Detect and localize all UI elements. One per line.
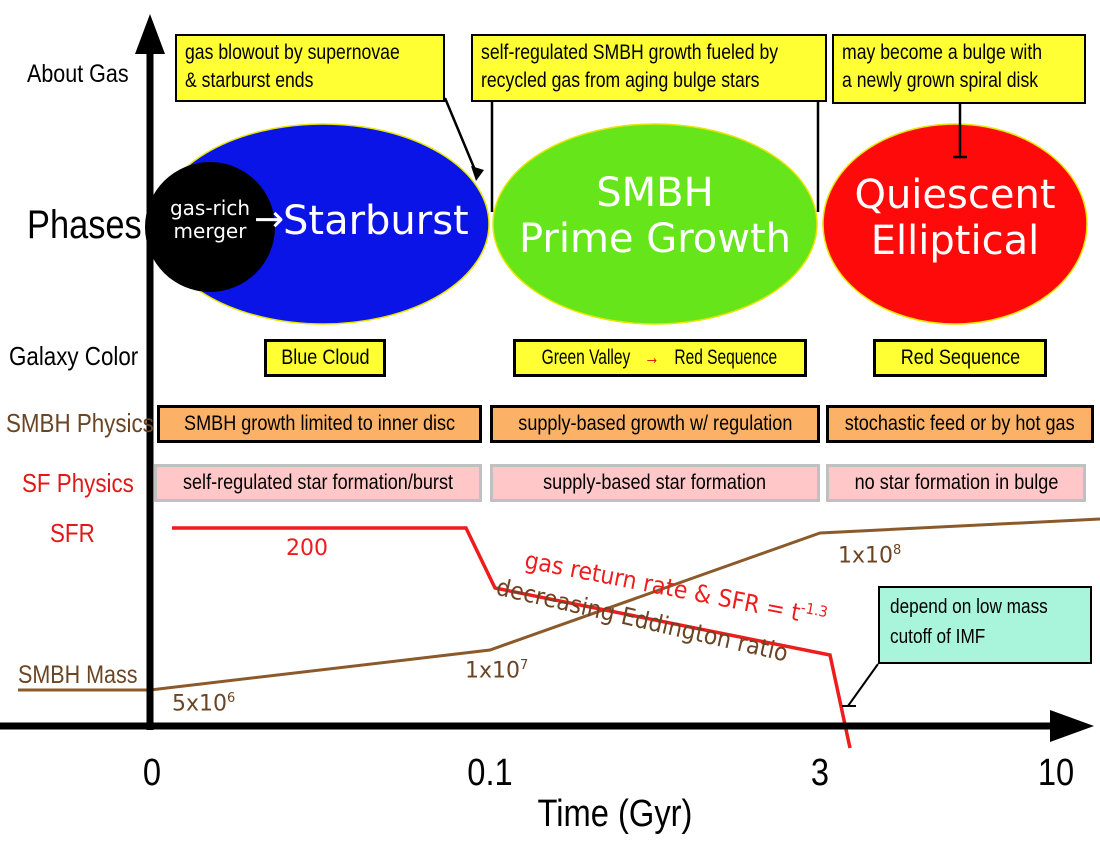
prime-growth-line1: SMBH [596, 170, 714, 216]
gas-note-blowout: gas blowout by supernovae & starburst en… [175, 34, 445, 102]
merger-label: gas-rich merger [150, 197, 270, 243]
sfr-line [172, 526, 852, 749]
mass-label-1e7: 1x107 [465, 658, 528, 683]
smbh-text-inner-disc: SMBH growth limited to inner disc [183, 412, 456, 435]
color-red-sequence-right: Red Sequence [900, 346, 1020, 369]
prime-growth-line2: Prime Growth [518, 216, 792, 262]
row-label-smbh-mass: SMBH Mass [18, 661, 138, 689]
smbh-text-stochastic: stochastic feed or by hot gas [845, 412, 1075, 435]
sf-box-none: no star formation in bulge [826, 464, 1086, 502]
imf-note-line2: cutoff of IMF [890, 626, 986, 648]
mass-1e7-exp: 7 [520, 658, 529, 673]
color-blue-cloud: Blue Cloud [280, 346, 370, 369]
imf-note: depend on low mass cutoff of IMF [878, 586, 1092, 664]
sf-box-self-regulated: self-regulated star formation/burst [154, 464, 482, 502]
smbh-box-stochastic: stochastic feed or by hot gas [826, 405, 1094, 443]
mass-label-1e8: 1x108 [838, 543, 901, 568]
y-axis-arrowhead [135, 14, 165, 54]
sfr-value-label: 200 [286, 536, 328, 561]
gas-note-blowout-line1: gas blowout by supernovae [185, 41, 400, 64]
connector-imf [847, 663, 879, 707]
gas-note-regulated-line2: recycled gas from aging bulge stars [481, 69, 760, 92]
sf-text-supply: supply-based star formation [543, 471, 767, 494]
x-axis-arrowhead [1050, 710, 1094, 742]
smbh-mass-line [18, 517, 1100, 692]
prime-growth-ellipse [492, 123, 818, 325]
mass-5e6-exp: 6 [227, 691, 236, 706]
x-tick-0-1: 0.1 [467, 752, 513, 794]
smbh-text-supply: supply-based growth w/ regulation [517, 412, 793, 435]
color-arrow: → [644, 346, 660, 369]
mass-1e8-base: 1x10 [838, 543, 894, 569]
starburst-label: Starburst [283, 198, 469, 244]
merger-label-line2: merger [173, 219, 247, 243]
row-label-phases: Phases [27, 203, 142, 247]
gas-note-bulge-line2: a newly grown spiral disk [842, 69, 1039, 92]
sf-box-supply: supply-based star formation [490, 464, 820, 502]
color-red-sequence-mid: Red Sequence [674, 346, 777, 369]
mass-5e6-base: 5x10 [172, 691, 228, 717]
row-label-sfr: SFR [50, 518, 95, 548]
connector-blowout [443, 97, 477, 171]
row-label-smbh-physics: SMBH Physics [6, 408, 154, 438]
quiescent-ellipse [822, 123, 1088, 325]
mass-1e8-exp: 8 [893, 543, 902, 558]
quiescent-line1: Quiescent [854, 172, 1056, 218]
color-box-green-valley: Green Valley → Red Sequence [513, 339, 807, 377]
gas-note-bulge-line1: may become a bulge with [842, 41, 1043, 64]
x-axis-label: Time (Gyr) [537, 793, 693, 835]
row-label-about-gas: About Gas [27, 60, 129, 88]
row-label-galaxy-color: Galaxy Color [9, 341, 139, 371]
sf-text-self-regulated: self-regulated star formation/burst [182, 471, 454, 494]
imf-note-line1: depend on low mass [890, 596, 1048, 618]
gas-note-bulge: may become a bulge with a newly grown sp… [832, 34, 1086, 104]
row-label-sf-physics: SF Physics [22, 468, 134, 498]
merger-circle [145, 162, 275, 292]
sf-text-none: no star formation in bulge [854, 471, 1058, 494]
color-box-red-sequence: Red Sequence [873, 339, 1047, 377]
x-tick-10: 10 [1037, 752, 1075, 794]
gas-note-regulated: self-regulated SMBH growth fueled by rec… [471, 34, 827, 102]
x-tick-0: 0 [142, 752, 162, 794]
x-tick-3: 3 [810, 752, 830, 794]
smbh-box-supply: supply-based growth w/ regulation [490, 405, 820, 443]
merger-arrow: → [254, 199, 285, 240]
quiescent-label: Quiescent Elliptical [823, 172, 1087, 264]
merger-label-line1: gas-rich [169, 196, 251, 220]
mass-label-5e6: 5x106 [172, 691, 235, 716]
gas-note-regulated-line1: self-regulated SMBH growth fueled by [481, 41, 779, 64]
color-box-blue-cloud: Blue Cloud [264, 339, 386, 377]
mass-1e7-base: 1x10 [465, 658, 521, 684]
gas-return-exponent: -1.3 [799, 598, 830, 622]
smbh-box-inner-disc: SMBH growth limited to inner disc [157, 405, 482, 443]
color-green-valley-text: Green Valley → Red Sequence [535, 346, 786, 370]
gas-note-blowout-line2: & starburst ends [185, 69, 314, 92]
color-green-valley: Green Valley [541, 346, 631, 369]
connector-blowout-head [471, 166, 484, 181]
prime-growth-label: SMBH Prime Growth [493, 170, 817, 262]
quiescent-line2: Elliptical [870, 218, 1040, 264]
